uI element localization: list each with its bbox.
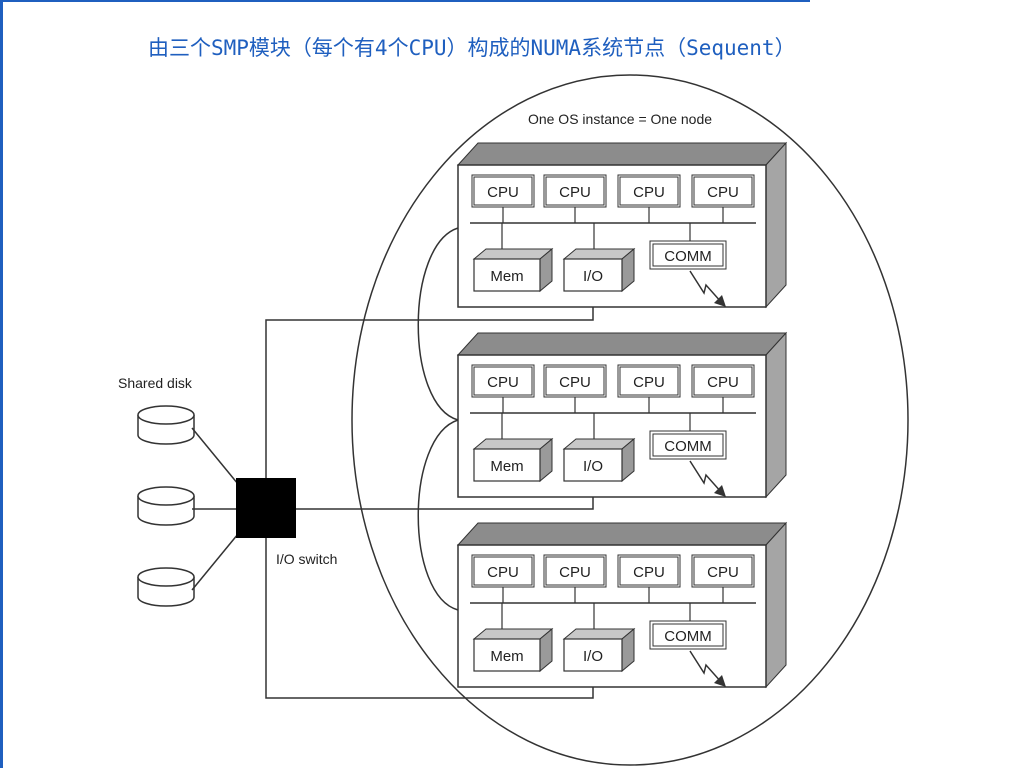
lightning-bolt-icon	[689, 650, 726, 687]
io-label: I/O	[583, 458, 603, 475]
mem-label: Mem	[490, 458, 523, 475]
mem-box: Mem	[472, 247, 554, 293]
mem-label: Mem	[490, 648, 523, 665]
smp-module: CPU CPU CPU CPU Mem I/O COMM	[456, 141, 788, 309]
cpu-box: CPU	[471, 554, 535, 603]
cpu-box: CPU	[543, 554, 607, 603]
cpu-box: CPU	[691, 174, 755, 223]
top-rule	[0, 0, 810, 2]
cpu-label: CPU	[487, 184, 519, 201]
interconnect-curve-2	[417, 419, 459, 611]
cpu-label: CPU	[633, 374, 665, 391]
comm-label: COMM	[664, 628, 712, 645]
lightning-bolt-icon	[689, 460, 726, 497]
io-label: I/O	[583, 268, 603, 285]
comm-box: COMM	[649, 430, 727, 460]
cpu-box: CPU	[691, 554, 755, 603]
comm-label: COMM	[664, 438, 712, 455]
cpu-label: CPU	[633, 564, 665, 581]
io-box: I/O	[562, 247, 636, 293]
cpu-box: CPU	[543, 364, 607, 413]
cpu-label: CPU	[559, 184, 591, 201]
io-switch-label: I/O switch	[276, 551, 337, 567]
disk-icon	[137, 486, 195, 526]
cpu-box: CPU	[471, 174, 535, 223]
cpu-box: CPU	[471, 364, 535, 413]
io-box: I/O	[562, 627, 636, 673]
io-box: I/O	[562, 437, 636, 483]
cpu-box: CPU	[617, 554, 681, 603]
cpu-label: CPU	[707, 374, 739, 391]
cpu-label: CPU	[707, 184, 739, 201]
left-rule	[0, 0, 3, 768]
smp-module: CPU CPU CPU CPU Mem I/O COMM	[456, 331, 788, 499]
cpu-label: CPU	[559, 564, 591, 581]
disk-link-1	[191, 427, 239, 485]
smp-module: CPU CPU CPU CPU Mem I/O COMM	[456, 521, 788, 689]
cpu-label: CPU	[487, 564, 519, 581]
shared-disks	[137, 405, 195, 607]
disk-link-3	[191, 533, 239, 591]
cpu-box: CPU	[617, 174, 681, 223]
cpu-label: CPU	[559, 374, 591, 391]
cpu-label: CPU	[633, 184, 665, 201]
mem-box: Mem	[472, 627, 554, 673]
shared-disk-label: Shared disk	[118, 375, 193, 391]
slide-title: 由三个SMP模块（每个有4个CPU）构成的NUMA系统节点（Sequent）	[148, 36, 796, 60]
cpu-box: CPU	[617, 364, 681, 413]
cpu-box: CPU	[543, 174, 607, 223]
lightning-bolt-icon	[689, 270, 726, 307]
comm-box: COMM	[649, 240, 727, 270]
cpu-label: CPU	[707, 564, 739, 581]
comm-box: COMM	[649, 620, 727, 650]
cpu-box: CPU	[691, 364, 755, 413]
io-switch	[236, 478, 296, 538]
disk-icon	[137, 405, 195, 445]
mem-box: Mem	[472, 437, 554, 483]
os-node-ellipse	[351, 74, 909, 766]
interconnect-curve-1	[417, 227, 459, 421]
os-instance-label: One OS instance = One node	[528, 111, 712, 127]
comm-label: COMM	[664, 248, 712, 265]
mem-label: Mem	[490, 268, 523, 285]
cpu-label: CPU	[487, 374, 519, 391]
disk-icon	[137, 567, 195, 607]
io-label: I/O	[583, 648, 603, 665]
